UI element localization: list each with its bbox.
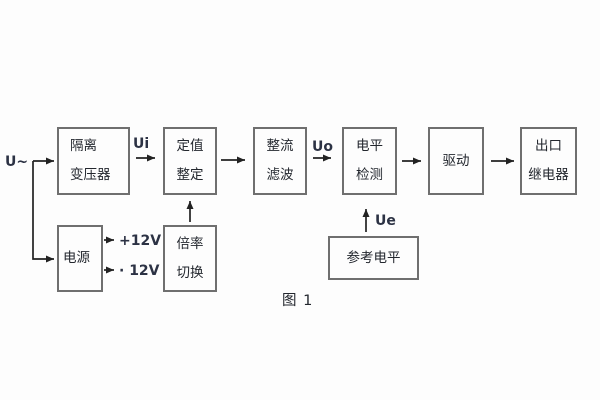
block-power-supply: 电源 xyxy=(57,225,103,292)
block-output-relay-line1: 出口 xyxy=(535,138,562,154)
block-value-setting: 定值 整定 xyxy=(163,127,217,195)
block-isolation-transformer: 隔离 变压器 xyxy=(57,127,130,195)
wire-input-to-power-arrow xyxy=(32,161,54,263)
block-level-detect-line2: 检测 xyxy=(356,167,383,183)
figure-caption: 图 1 xyxy=(282,293,314,309)
block-rectify-filter-line2: 滤波 xyxy=(266,167,294,183)
block-driver-line1: 驱动 xyxy=(442,152,470,169)
label-uo: Uo xyxy=(312,139,333,155)
block-level-detect: 电平 检测 xyxy=(342,127,397,195)
block-rectify-filter: 整流 滤波 xyxy=(253,127,307,195)
label-input-u: U~ xyxy=(5,154,29,170)
block-isolation-transformer-line1: 隔离 xyxy=(70,138,97,154)
label-rail-pos12v: +12V xyxy=(119,233,162,249)
block-rectify-filter-line1: 整流 xyxy=(266,138,294,154)
block-ratio-switch: 倍率 切换 xyxy=(163,225,217,292)
label-ue: Ue xyxy=(375,213,396,229)
block-output-relay-line2: 继电器 xyxy=(528,167,569,183)
block-output-relay: 出口 继电器 xyxy=(520,127,577,195)
block-ratio-switch-line2: 切换 xyxy=(176,264,204,281)
label-ui: Ui xyxy=(133,136,150,152)
block-power-supply-line1: 电源 xyxy=(63,250,90,266)
label-rail-neg12v: · 12V xyxy=(119,263,160,279)
block-isolation-transformer-line2: 变压器 xyxy=(70,167,111,183)
block-driver: 驱动 xyxy=(428,127,484,195)
block-value-setting-line1: 定值 xyxy=(176,138,204,154)
block-value-setting-line2: 整定 xyxy=(176,167,204,183)
block-ratio-switch-line1: 倍率 xyxy=(176,235,204,252)
block-reference-level: 参考电平 xyxy=(328,236,419,280)
block-level-detect-line1: 电平 xyxy=(356,138,383,154)
block-reference-level-line1: 参考电平 xyxy=(346,249,401,266)
